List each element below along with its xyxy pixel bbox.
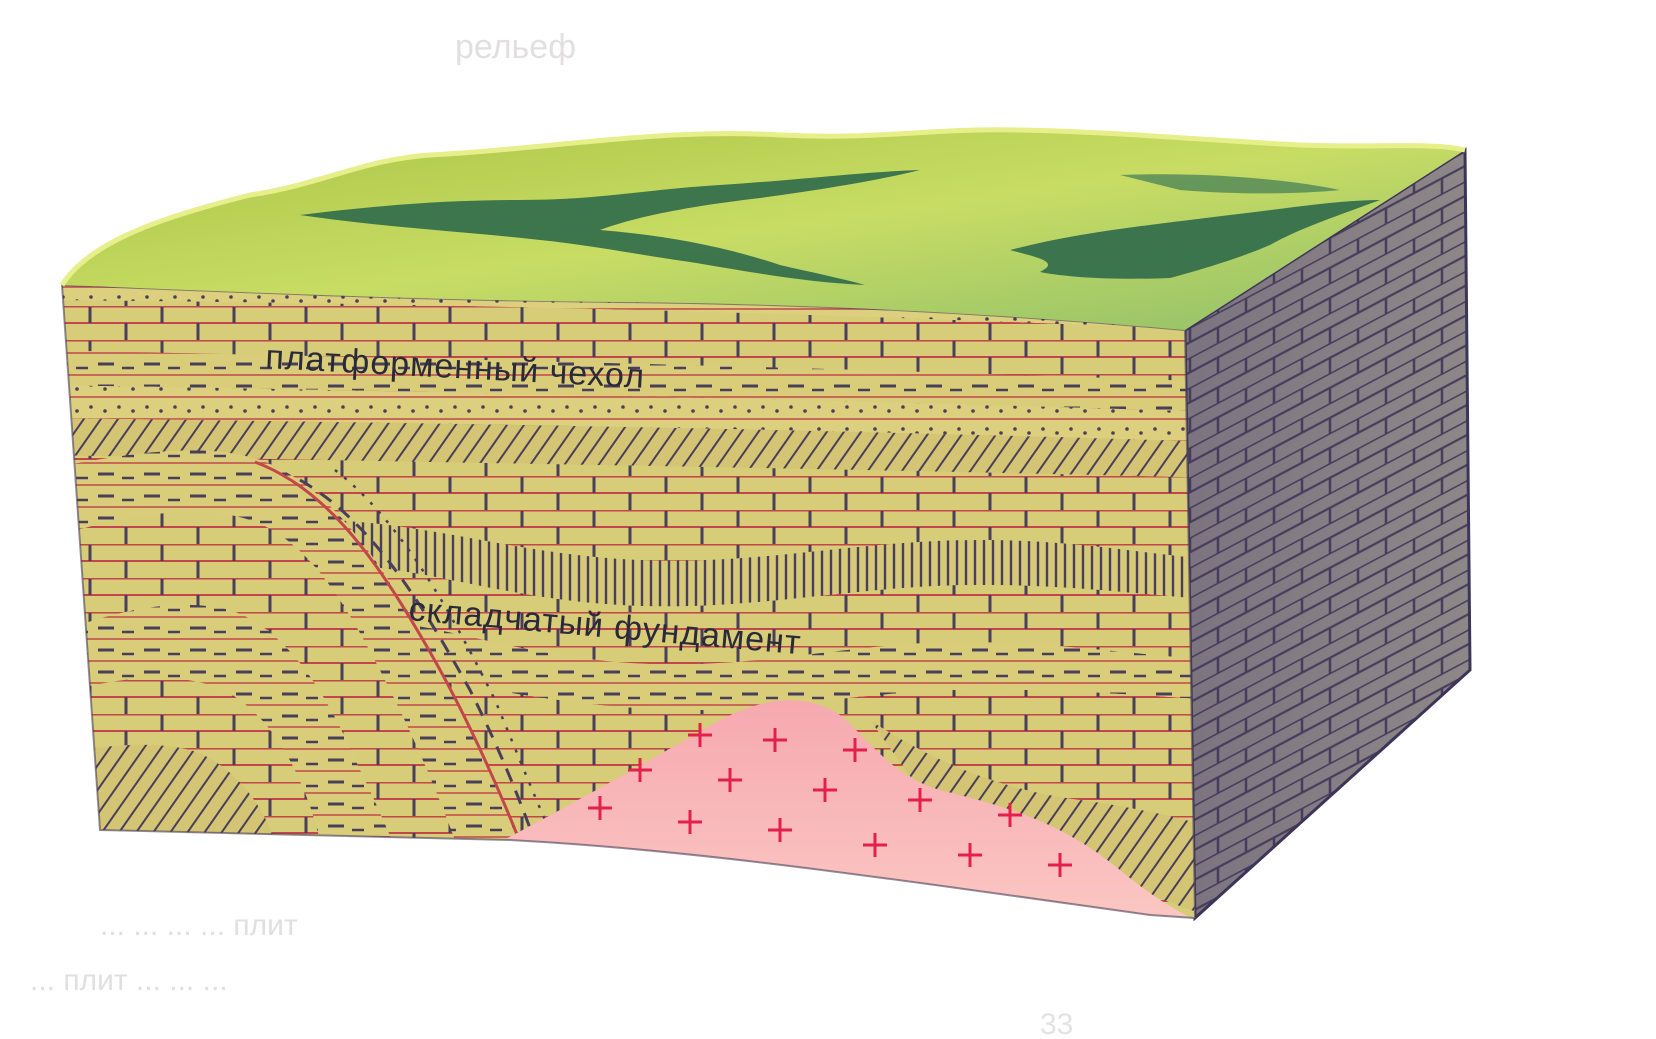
plus-icon xyxy=(548,848,572,872)
show-through-bottom-line-2: ... плит ... ... ... xyxy=(30,964,228,997)
plus-icon xyxy=(638,858,662,882)
show-through-top-word: рельеф xyxy=(455,28,576,66)
plus-icon xyxy=(738,863,762,887)
show-through-bottom-line-1: ... ... ... ... плит xyxy=(100,909,298,942)
page-number: 33 xyxy=(1040,1008,1073,1039)
